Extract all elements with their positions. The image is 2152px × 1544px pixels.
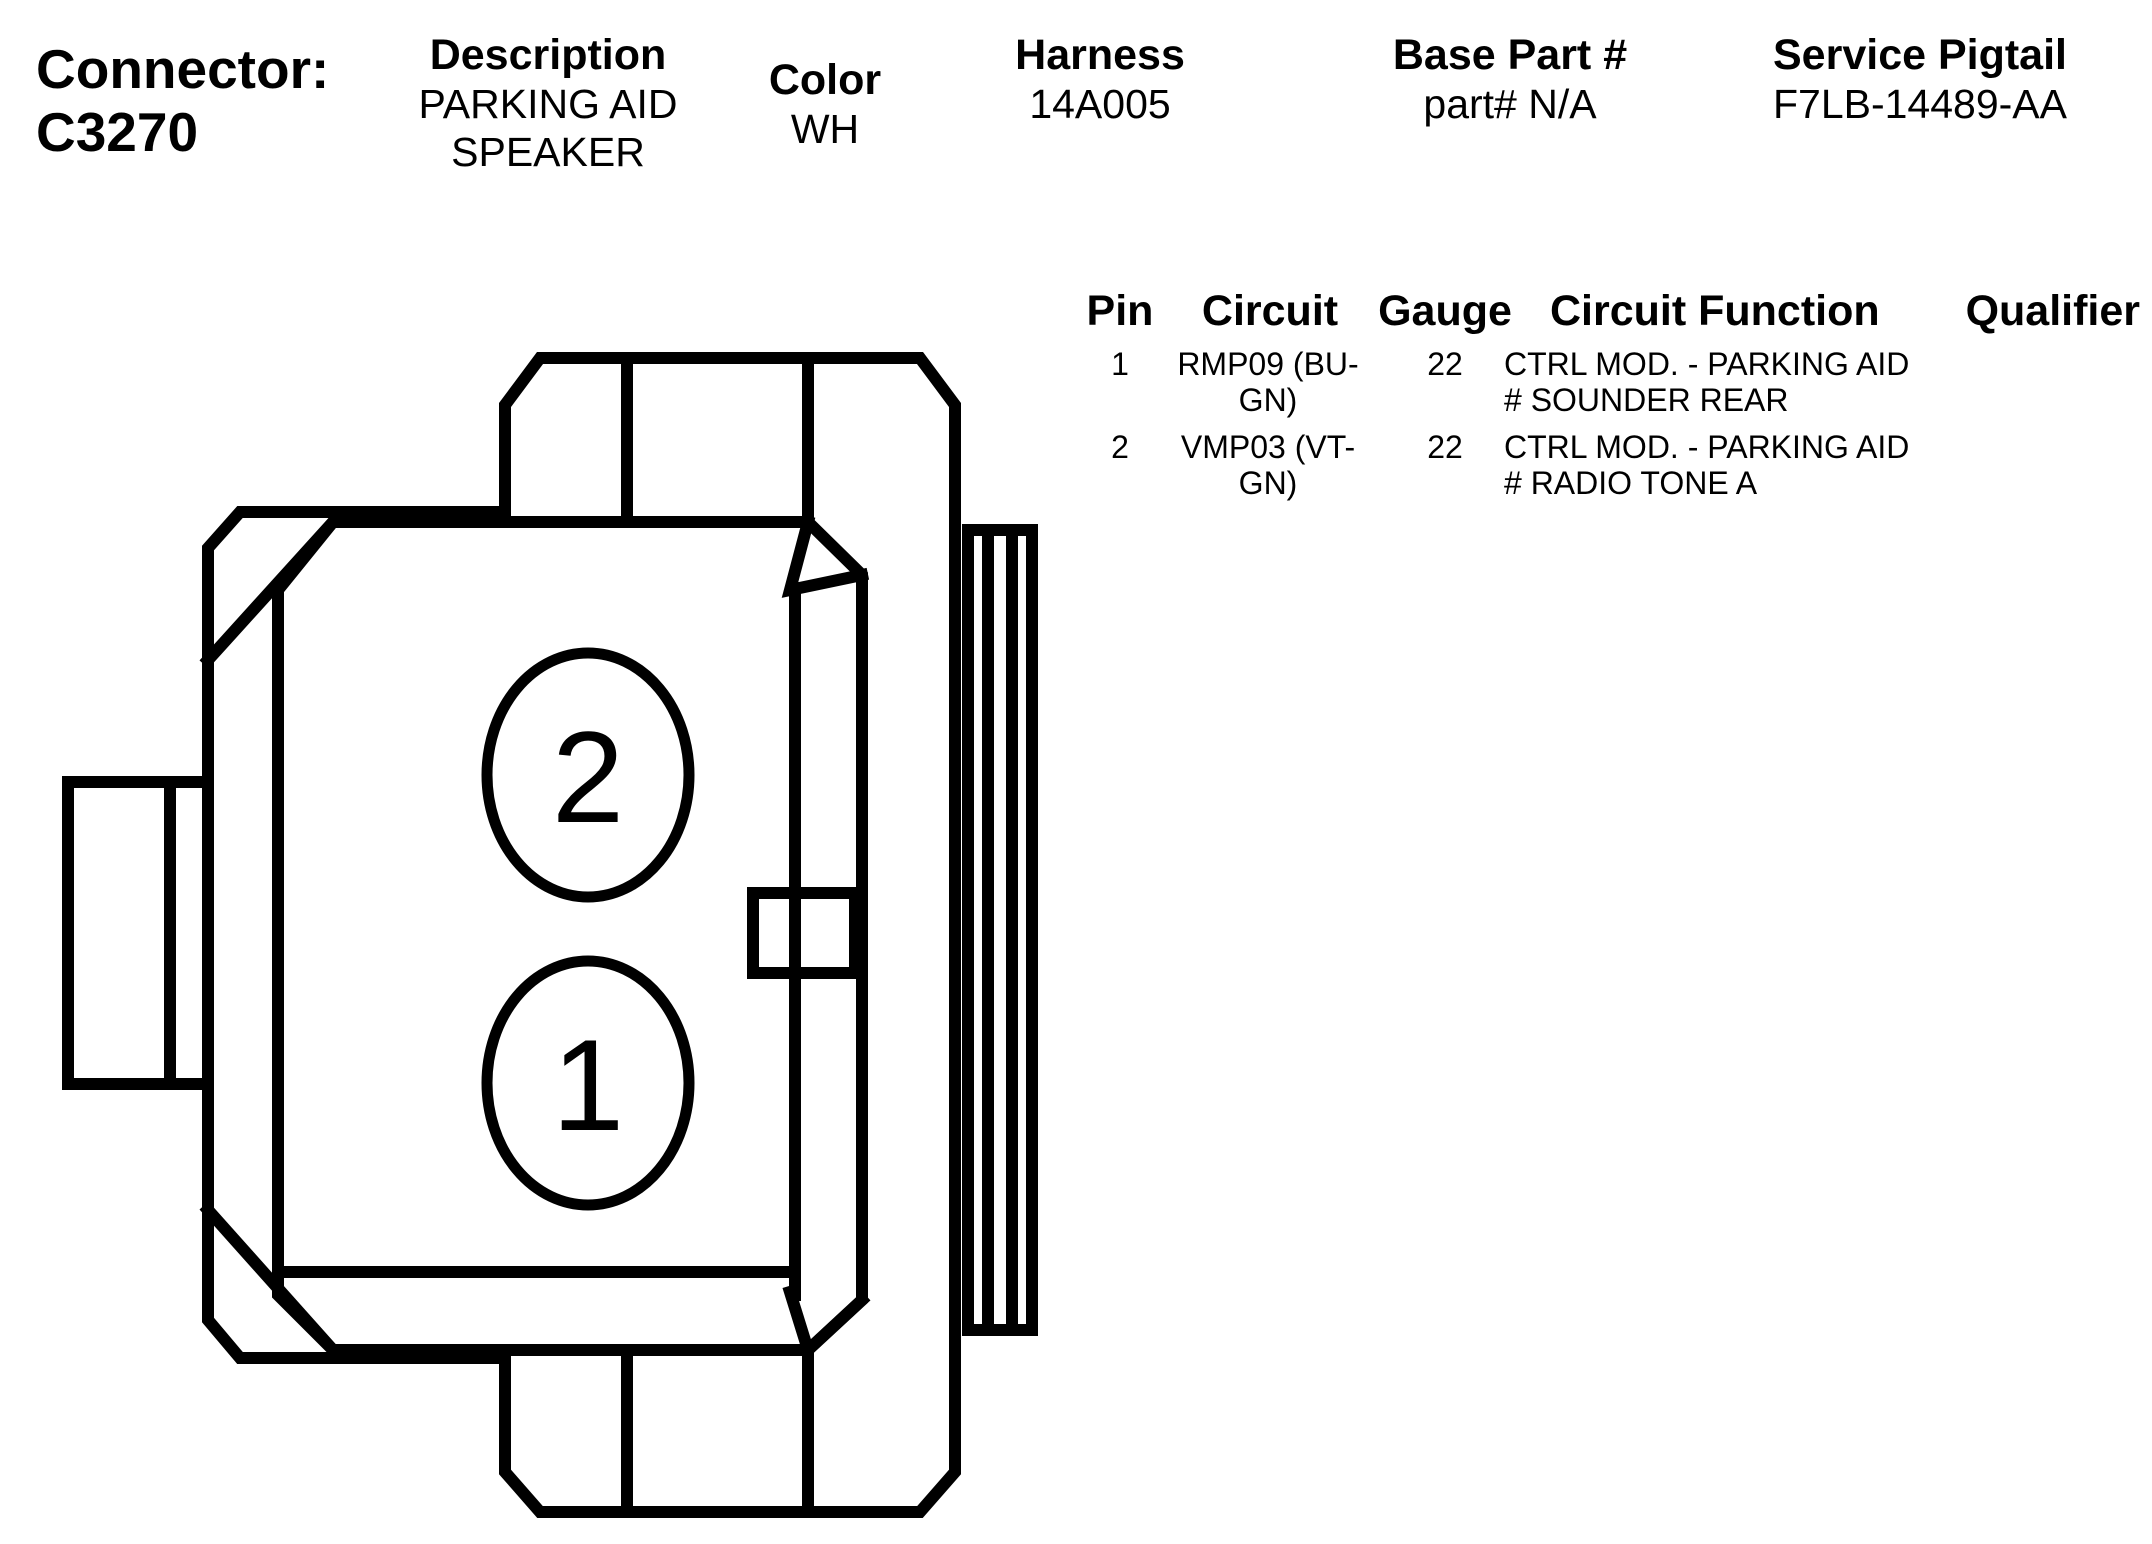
service-pigtail-column: Service Pigtail F7LB-14489-AA	[1720, 30, 2120, 128]
color-column: Color WH	[740, 55, 910, 153]
pin-cell: 1	[1111, 346, 1129, 382]
color-label: Color	[768, 56, 882, 104]
column-header-qualifier: Qualifier	[1965, 287, 2140, 335]
column-header-pin: Pin	[1086, 287, 1154, 335]
service-pigtail-value: F7LB-14489-AA	[1772, 81, 2067, 127]
column-header-circuit: Circuit	[1201, 287, 1339, 335]
connector-id: C3270	[36, 101, 199, 163]
right-rail-bottom-notch	[782, 1284, 871, 1361]
description-value-line2: SPEAKER	[451, 129, 645, 175]
gauge-cell: 22	[1427, 429, 1463, 465]
function-cell-line2: # RADIO TONE A	[1504, 465, 1758, 501]
harness-label: Harness	[1015, 31, 1185, 79]
left-tab	[62, 776, 214, 1090]
service-pigtail-label: Service Pigtail	[1773, 31, 2067, 79]
cavity-2-label: 2	[552, 704, 624, 850]
inner-face	[272, 516, 868, 1356]
connector-title: Connector: C3270	[36, 38, 329, 164]
description-label: Description	[429, 31, 667, 79]
cavity-1-circle	[481, 955, 695, 1211]
circuit-cell-line1: VMP03 (VT-	[1180, 429, 1356, 465]
color-value: WH	[790, 106, 860, 152]
circuit-cell-line2: GN)	[1238, 382, 1298, 418]
gauge-cell: 22	[1427, 346, 1463, 382]
housing-outline	[202, 352, 961, 1518]
bevel-bottom-left	[199, 1201, 342, 1359]
bevel-top-left	[199, 513, 342, 669]
column-header-circuit-function: Circuit Function	[1550, 287, 1880, 335]
pin-cell: 2	[1111, 429, 1129, 465]
key-tab	[747, 887, 861, 979]
harness-column: Harness 14A005	[960, 30, 1240, 128]
circuit-cell-line1: RMP09 (BU-	[1177, 346, 1359, 382]
connector-label: Connector:	[36, 38, 330, 100]
base-part-label: Base Part #	[1392, 31, 1628, 79]
harness-value: 14A005	[1029, 81, 1171, 127]
circuit-cell-line2: GN)	[1238, 465, 1298, 501]
right-flange	[962, 524, 1038, 1336]
description-column: Description PARKING AID SPEAKER	[378, 30, 718, 176]
cavity-1-label: 1	[552, 1012, 624, 1158]
function-cell-line2: # SOUNDER REAR	[1504, 382, 1789, 418]
cavity-2-circle	[481, 647, 695, 903]
base-part-value: part# N/A	[1423, 81, 1597, 127]
column-header-gauge: Gauge	[1378, 287, 1512, 335]
right-rail-top-notch	[781, 514, 870, 598]
function-cell-line1: CTRL MOD. - PARKING AID	[1504, 429, 1910, 465]
base-part-column: Base Part # part# N/A	[1340, 30, 1680, 128]
function-cell-line1: CTRL MOD. - PARKING AID	[1504, 346, 1910, 382]
description-value-line1: PARKING AID	[418, 81, 678, 127]
